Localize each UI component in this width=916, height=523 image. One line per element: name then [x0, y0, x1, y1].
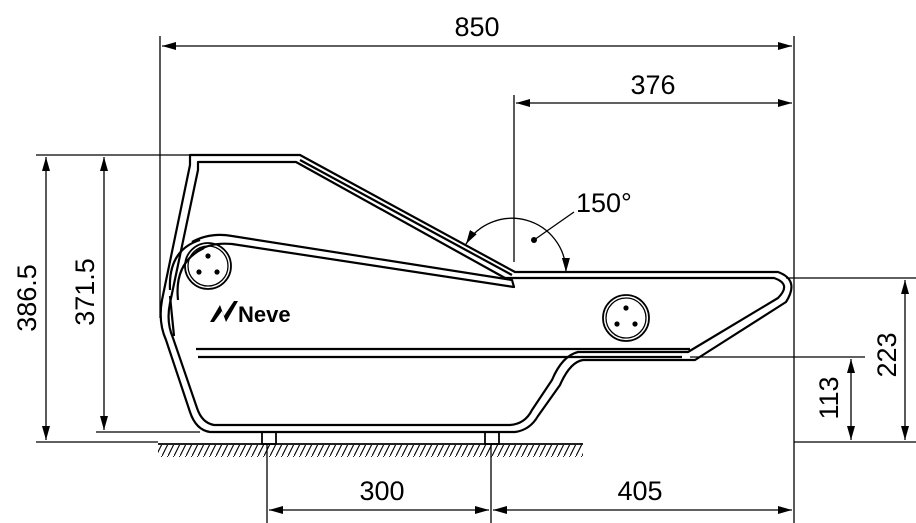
- connector-icon: [602, 294, 650, 342]
- neve-logo-icon: [210, 301, 238, 322]
- label-rear-offset: 405: [617, 476, 662, 506]
- angle-leader: [533, 211, 575, 241]
- foot-rear: [261, 431, 277, 445]
- label-foot-spacing: 300: [359, 476, 404, 506]
- neve-logo: Neve: [210, 301, 291, 327]
- label-hinge-offset: 376: [630, 70, 675, 100]
- dimension-labels: 850 376 150° 386.5 371.5 223 113 300 405: [12, 12, 902, 506]
- label-angle: 150°: [576, 188, 632, 218]
- label-front-lower-height: 113: [814, 376, 844, 419]
- console-body: [159, 153, 793, 434]
- label-height-total: 386.5: [12, 264, 42, 332]
- label-overall-length: 850: [454, 12, 499, 42]
- dimension-lines: [42, 42, 909, 514]
- ground: [158, 443, 583, 457]
- label-height-body: 371.5: [70, 258, 100, 326]
- foot-front: [484, 431, 500, 445]
- feet: [261, 431, 500, 445]
- logo-text: Neve: [238, 302, 291, 327]
- angle-arc: [465, 217, 570, 273]
- extension-lines: [36, 36, 916, 523]
- connector-icon: [184, 242, 232, 290]
- label-front-height: 223: [872, 332, 902, 377]
